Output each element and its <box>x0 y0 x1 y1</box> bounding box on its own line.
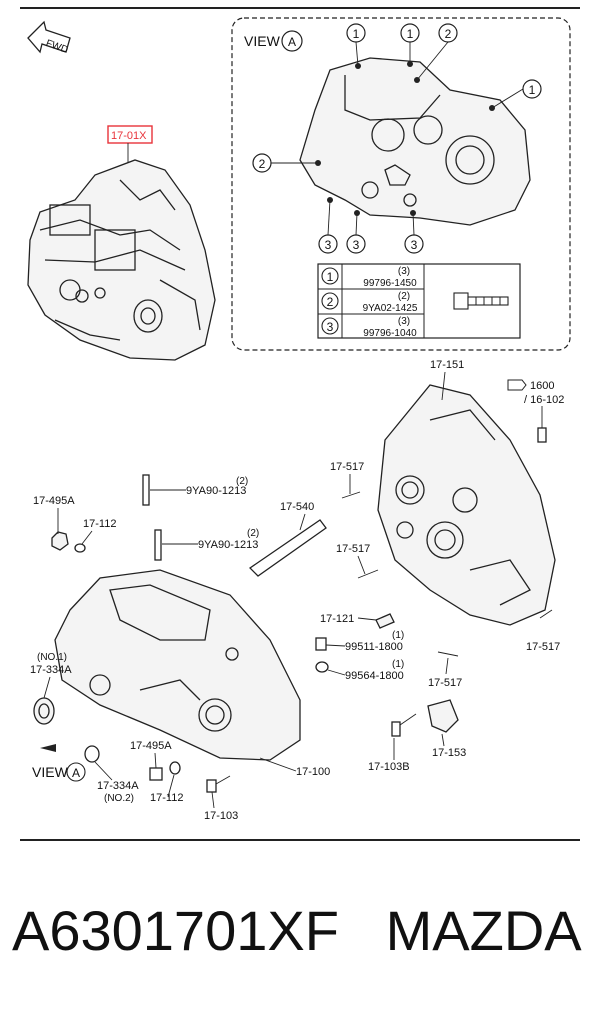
label-17-121: 17-121 <box>320 613 354 625</box>
label-17-112-b: 17-112 <box>150 792 183 804</box>
label-no1: (NO.1) <box>37 652 67 663</box>
view-a-case-illustration <box>299 57 531 226</box>
label-17-103: 17-103 <box>204 810 238 822</box>
bolt-icon <box>453 292 509 310</box>
svg-text:9YA02-1425: 9YA02-1425 <box>363 303 418 314</box>
label-16-102: / 16-102 <box>524 394 564 406</box>
legend-row-3: 3 (3) 99796-1040 <box>321 316 417 339</box>
view-a-callout-2a[interactable]: 2 <box>416 23 458 81</box>
label-9ya90-a: 9YA90-1213 <box>186 485 246 497</box>
label-17-334a-a: 17-334A <box>30 664 72 676</box>
legend-row-1: 1 (3) 99796-1450 <box>321 266 417 289</box>
label-99564: 99564-1800 <box>345 670 404 682</box>
transmission-case-illustration <box>33 569 301 761</box>
svg-text:3: 3 <box>353 238 360 252</box>
label-17-153: 17-153 <box>432 747 466 759</box>
view-a-callout-3a[interactable]: 3 <box>318 199 338 254</box>
label-17-517-c: 17-517 <box>428 677 462 689</box>
part-labels: 17-151 1600 / 16-102 17-517 17-495A (2) … <box>30 359 564 822</box>
view-a-callout-2b[interactable]: 2 <box>252 153 318 173</box>
svg-text:1: 1 <box>407 27 414 41</box>
svg-text:1: 1 <box>353 27 360 41</box>
view-a-label: VIEW <box>244 33 281 49</box>
svg-text:1: 1 <box>529 83 536 97</box>
label-9ya90-a-qty: (2) <box>236 476 248 487</box>
svg-text:99796-1450: 99796-1450 <box>363 278 417 289</box>
svg-text:(3): (3) <box>398 266 410 277</box>
view-a-callout-3b[interactable]: 3 <box>346 212 366 254</box>
view-a-callout-1a[interactable]: 1 <box>346 23 366 67</box>
svg-text:3: 3 <box>327 320 334 334</box>
view-a-letter: A <box>288 35 296 49</box>
assembly-highlight-box <box>107 125 153 144</box>
label-99564-qty: (1) <box>392 659 404 670</box>
assembly-label: 17-01X <box>111 130 147 142</box>
label-17-112-a: 17-112 <box>83 518 116 530</box>
label-17-517-a: 17-517 <box>330 461 364 473</box>
legend-row-2: 2 (2) 9YA02-1425 <box>321 291 418 314</box>
svg-text:A: A <box>72 766 80 780</box>
svg-text:1: 1 <box>327 270 334 284</box>
label-17-495a-b: 17-495A <box>130 740 172 752</box>
label-17-103b: 17-103B <box>368 761 410 773</box>
view-a-heading: VIEW A <box>244 30 303 52</box>
svg-text:99796-1040: 99796-1040 <box>363 328 417 339</box>
fwd-arrow: FWD <box>27 20 71 56</box>
label-17-334a-b: 17-334A <box>97 780 139 792</box>
view-a-callout-1c[interactable]: 1 <box>491 79 542 109</box>
label-17-495a-a: 17-495A <box>33 495 75 507</box>
transaxle-assembly-illustration <box>27 159 216 361</box>
label-9ya90-b: 9YA90-1213 <box>198 539 258 551</box>
svg-text:(2): (2) <box>398 291 410 302</box>
label-no2: (NO.2) <box>104 793 134 804</box>
svg-text:VIEW: VIEW <box>32 764 69 780</box>
label-17-151: 17-151 <box>430 359 464 371</box>
assembly-callout[interactable]: 17-01X <box>107 125 153 170</box>
svg-text:1600: 1600 <box>530 380 554 392</box>
clutch-housing-illustration <box>377 384 556 626</box>
view-a-callout-1b[interactable]: 1 <box>400 23 420 64</box>
label-99511-qty: (1) <box>392 630 404 641</box>
footer-part-number: A6301701XF <box>12 899 339 962</box>
label-17-517-d: 17-517 <box>526 641 560 653</box>
svg-text:2: 2 <box>445 27 452 41</box>
label-17-540: 17-540 <box>280 501 314 513</box>
label-1600: 1600 <box>507 379 554 392</box>
footer-caption: A6301701XF MAZDA <box>12 898 582 963</box>
label-17-517-b: 17-517 <box>336 543 370 555</box>
label-17-100: 17-100 <box>296 766 330 778</box>
label-99511: 99511-1800 <box>345 641 403 653</box>
view-a-callout-3c[interactable]: 3 <box>404 212 424 254</box>
svg-text:3: 3 <box>325 238 332 252</box>
svg-text:3: 3 <box>411 238 418 252</box>
small-parts <box>40 427 553 793</box>
svg-text:2: 2 <box>327 295 334 309</box>
legend-table: 1 (3) 99796-1450 2 (2) 9YA02-1425 3 (3) … <box>317 263 521 339</box>
view-a-bottom: VIEW A <box>32 762 86 782</box>
footer-brand: MAZDA <box>385 899 582 962</box>
svg-text:(3): (3) <box>398 316 410 327</box>
label-9ya90-b-qty: (2) <box>247 528 259 539</box>
view-a-box <box>231 17 571 351</box>
svg-text:2: 2 <box>259 157 266 171</box>
